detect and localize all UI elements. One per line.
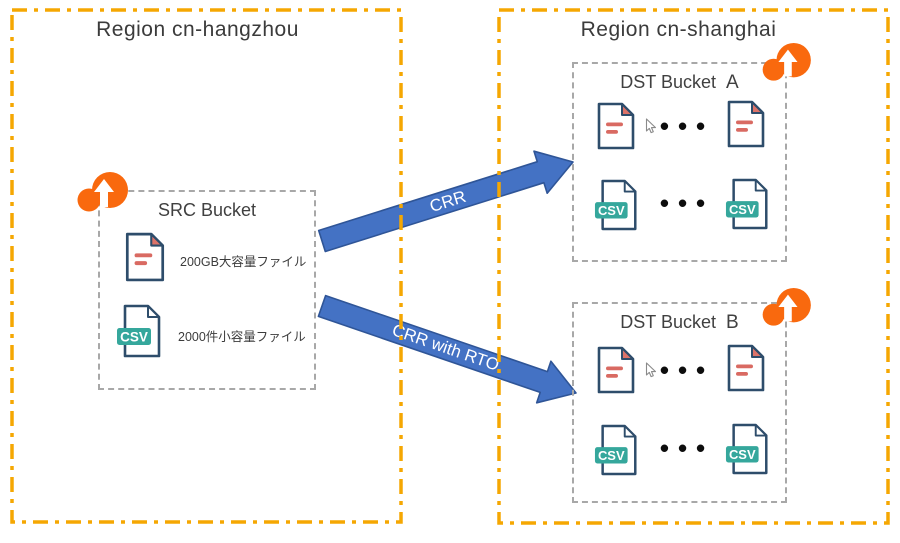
ellipsis-icon: ••• <box>659 433 715 463</box>
dst-bucket-b: DST Bucket B ••• ••• CSV <box>572 302 787 503</box>
csv-badge-text: CSV <box>598 448 625 463</box>
dst-bucket-b-title-text: DST Bucket <box>620 312 717 332</box>
document-file-icon <box>597 102 635 150</box>
document-file-icon <box>125 232 165 282</box>
region-cn-hangzhou-title: Region cn-hangzhou <box>96 18 299 41</box>
dst-bucket-a-title-text: DST Bucket <box>620 72 717 92</box>
ellipsis-icon: ••• <box>659 111 715 141</box>
ellipsis-icon: ••• <box>659 355 715 385</box>
region-cn-shanghai-title: Region cn-shanghai <box>580 18 777 41</box>
csv-file-icon: CSV <box>594 179 637 231</box>
oss-cloud-icon <box>762 287 811 326</box>
oss-cloud-icon <box>77 172 128 212</box>
csv-badge-text: CSV <box>729 202 756 217</box>
oss-cloud-icon <box>762 42 811 81</box>
document-file-icon <box>727 344 765 392</box>
csv-file-icon: CSV <box>594 424 637 476</box>
csv-file-icon: CSV <box>117 304 161 358</box>
dst-bucket-a-suffix: A <box>726 72 739 93</box>
csv-file-icon: CSV <box>725 178 768 230</box>
small-files-label: 2000件小容量ファイル <box>178 330 306 344</box>
dst-bucket-b-title: DST Bucket B <box>574 312 785 334</box>
src-bucket-title: SRC Bucket <box>100 200 314 221</box>
src-bucket-title-text: SRC Bucket <box>157 200 257 220</box>
large-file-label: 200GB大容量ファイル <box>180 255 307 269</box>
dst-bucket-a: DST Bucket A ••• ••• CSV <box>572 62 787 262</box>
document-file-icon <box>727 100 765 148</box>
ellipsis-icon: ••• <box>659 188 715 218</box>
csv-badge-text: CSV <box>120 330 148 345</box>
csv-badge-text: CSV <box>729 447 756 462</box>
dst-bucket-a-title: DST Bucket A <box>574 72 785 94</box>
document-file-icon <box>597 346 635 394</box>
csv-file-icon: CSV <box>725 423 768 475</box>
csv-badge-text: CSV <box>598 203 625 218</box>
src-bucket: SRC Bucket 200GB大容量ファイル CSV 2000件小容量ファイル <box>98 190 316 390</box>
dst-bucket-b-suffix: B <box>726 312 739 333</box>
